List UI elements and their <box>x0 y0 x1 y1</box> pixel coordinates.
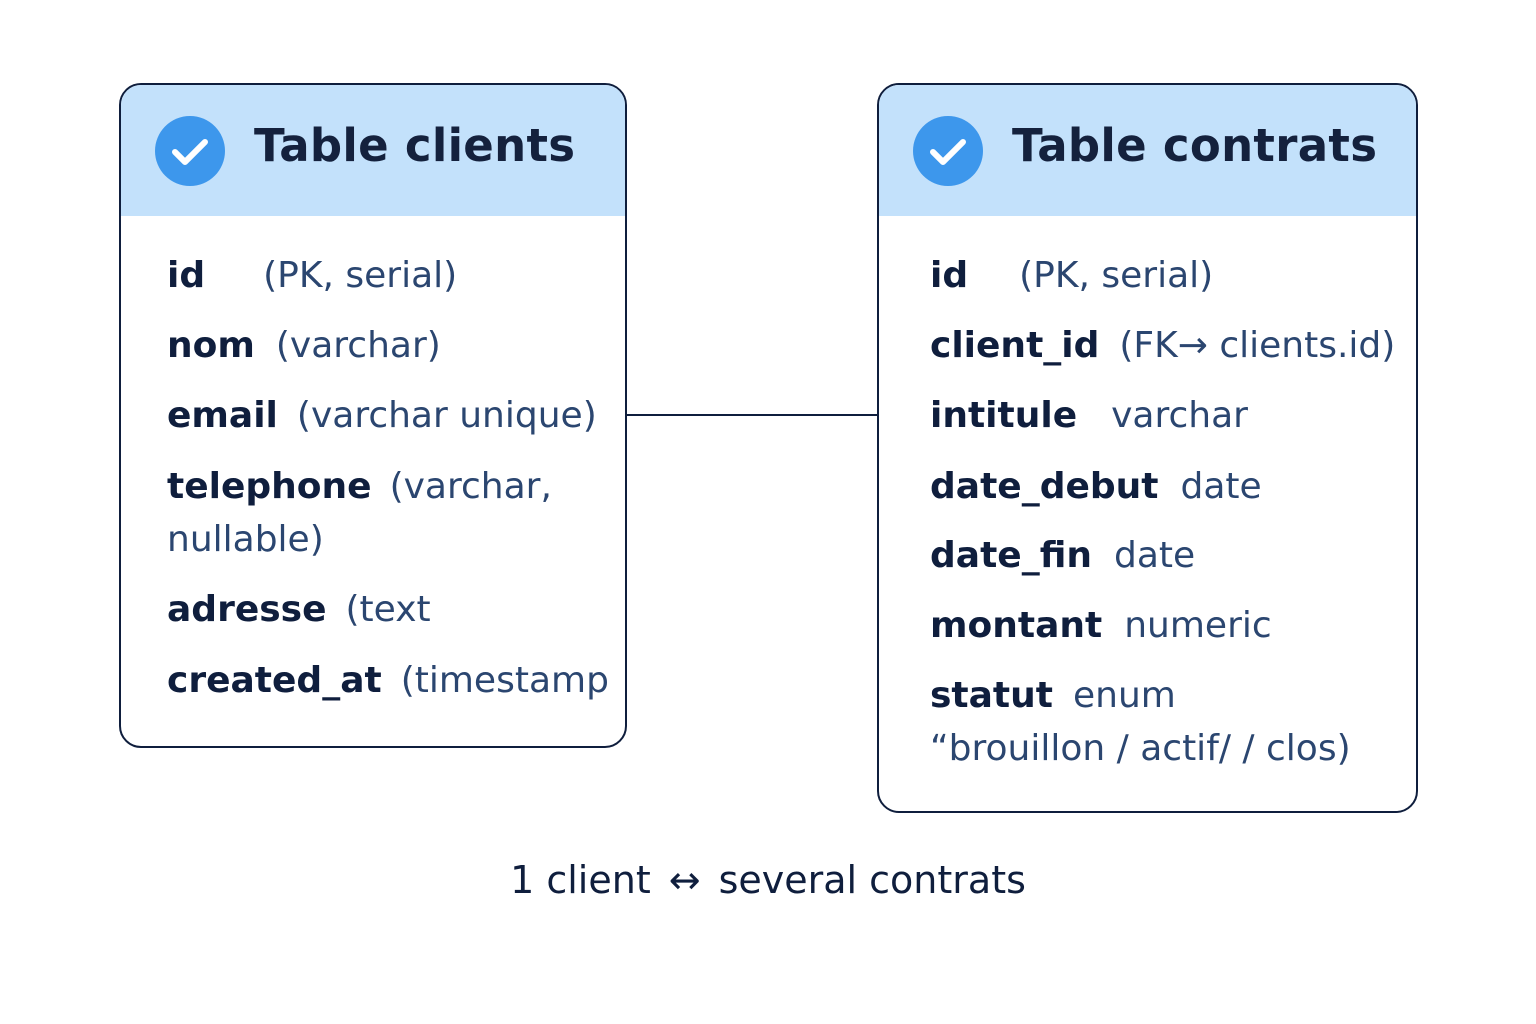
field-row-adresse: adresse (text <box>167 583 431 636</box>
field-name: date_fin <box>930 535 1092 576</box>
table-clients-card: Table clients id (PK, serial) nom (varchar… <box>119 83 627 748</box>
field-row-email: email (varchar unique) <box>167 389 597 442</box>
table-contrats-title: Table contrats <box>1012 119 1378 172</box>
field-name: created_at <box>167 660 382 701</box>
field-row-client-id: client_id (FK→ clients.id) <box>930 319 1395 372</box>
field-type: enum <box>1072 675 1176 716</box>
field-name: email <box>167 395 278 436</box>
field-name: statut <box>930 675 1053 716</box>
field-row-telephone-cont: nullable) <box>167 513 324 566</box>
field-name: date_debut <box>930 466 1159 507</box>
field-row-date-fin: date_fin date <box>930 529 1195 582</box>
field-row-statut-cont: “brouillon / actif/ / clos) <box>930 722 1351 775</box>
field-type: (PK, serial) <box>1019 255 1214 296</box>
field-type: (varchar unique) <box>296 395 597 436</box>
table-contrats-card: Table contrats id (PK, serial) client_id (… <box>877 83 1418 813</box>
table-clients-title: Table clients <box>254 119 576 172</box>
field-type: (varchar, <box>389 466 552 507</box>
relationship-caption: 1 client ↔ several contrats <box>0 858 1536 902</box>
field-name: telephone <box>167 466 372 507</box>
field-name: id <box>930 255 969 296</box>
field-type: (FK→ clients.id) <box>1119 325 1396 366</box>
field-name: id <box>167 255 206 296</box>
field-row-statut: statut enum <box>930 669 1176 722</box>
relationship-connector-line <box>627 414 878 416</box>
field-row-id: id (PK, serial) <box>930 249 1213 302</box>
field-type: date <box>1180 466 1262 507</box>
field-type: (text <box>345 589 431 630</box>
field-type: “brouillon / actif/ / clos) <box>930 728 1351 769</box>
field-type: date <box>1114 535 1196 576</box>
check-circle-icon <box>913 116 983 186</box>
field-row-montant: montant numeric <box>930 599 1272 652</box>
check-circle-icon <box>155 116 225 186</box>
field-name: client_id <box>930 325 1100 366</box>
field-row-date-debut: date_debut date <box>930 460 1262 513</box>
field-row-id: id (PK, serial) <box>167 249 457 302</box>
field-row-created-at: created_at (timestamp <box>167 654 609 707</box>
relationship-right-label: several contrats <box>718 858 1026 902</box>
field-name: adresse <box>167 589 327 630</box>
field-type: varchar <box>1111 395 1248 436</box>
field-type: nullable) <box>167 519 324 560</box>
field-name: montant <box>930 605 1103 646</box>
field-name: nom <box>167 325 255 366</box>
table-clients-header: Table clients <box>121 85 625 216</box>
field-type: (timestamp <box>400 660 609 701</box>
table-contrats-header: Table contrats <box>879 85 1416 216</box>
relationship-left-label: 1 client <box>510 858 651 902</box>
field-type: (varchar) <box>275 325 441 366</box>
bidirectional-arrow-icon: ↔ <box>668 858 701 902</box>
field-row-telephone: telephone (varchar, <box>167 460 552 513</box>
field-type: (PK, serial) <box>263 255 458 296</box>
field-name: intitule <box>930 395 1078 436</box>
field-row-intitule: intitule varchar <box>930 389 1248 442</box>
field-row-nom: nom (varchar) <box>167 319 441 372</box>
field-type: numeric <box>1124 605 1272 646</box>
